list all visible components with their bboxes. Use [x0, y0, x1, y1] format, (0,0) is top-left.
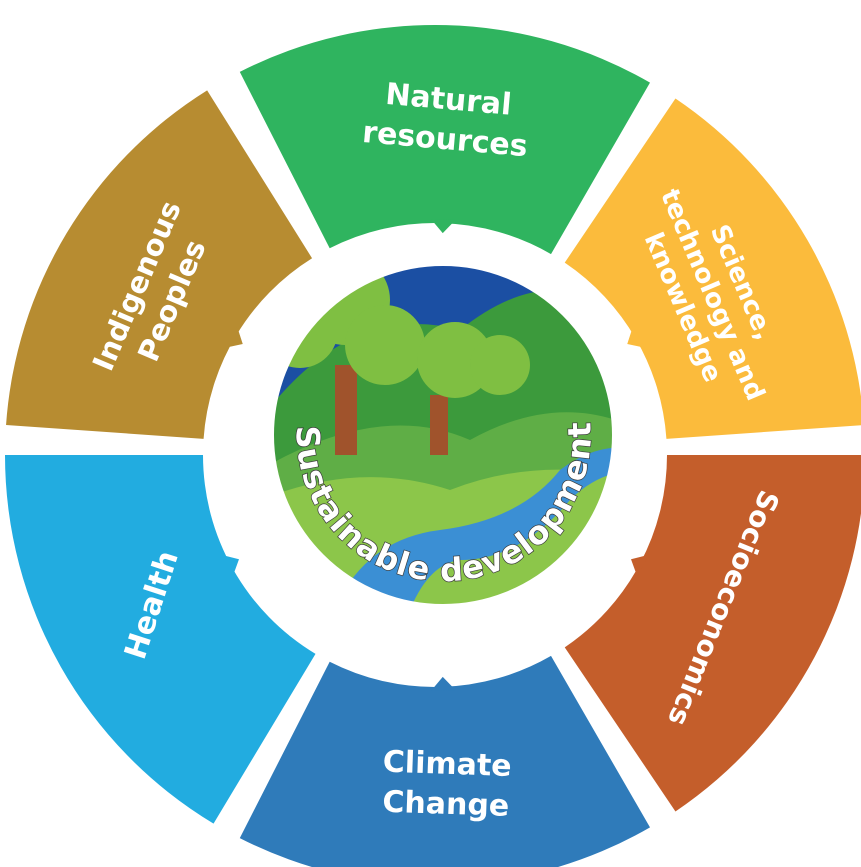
segment-shape-socioeconomics	[564, 455, 861, 812]
segment-science-technology: Science,technology andknowledge	[564, 98, 861, 439]
segment-shape-indigenous-peoples	[6, 90, 313, 439]
segment-pointer-climate-change	[430, 676, 456, 691]
segment-socioeconomics: Socioeconomics	[564, 455, 861, 812]
segment-natural-resources: Naturalresources	[239, 25, 650, 255]
segment-health: Health	[5, 455, 316, 824]
segment-label-climate-change: ClimateChange	[381, 744, 512, 823]
segment-label-line: Change	[382, 784, 510, 823]
segment-pointer-socioeconomics	[631, 554, 649, 577]
segment-pointer-science-technology	[627, 326, 646, 348]
segment-indigenous-peoples: IndigenousPeoples	[6, 90, 313, 439]
segment-shape-science-technology	[564, 98, 861, 439]
segment-climate-change: ClimateChange	[239, 655, 650, 867]
segment-shape-climate-change	[239, 655, 650, 867]
segment-pointer-natural-resources	[430, 219, 456, 234]
segment-pointer-health	[221, 554, 239, 577]
segment-shape-natural-resources	[239, 25, 650, 255]
segment-pointer-indigenous-peoples	[224, 326, 243, 348]
segment-label-line: Climate	[382, 744, 512, 783]
center-hub: Sustainable development	[267, 259, 619, 611]
segment-shape-health	[5, 455, 316, 824]
